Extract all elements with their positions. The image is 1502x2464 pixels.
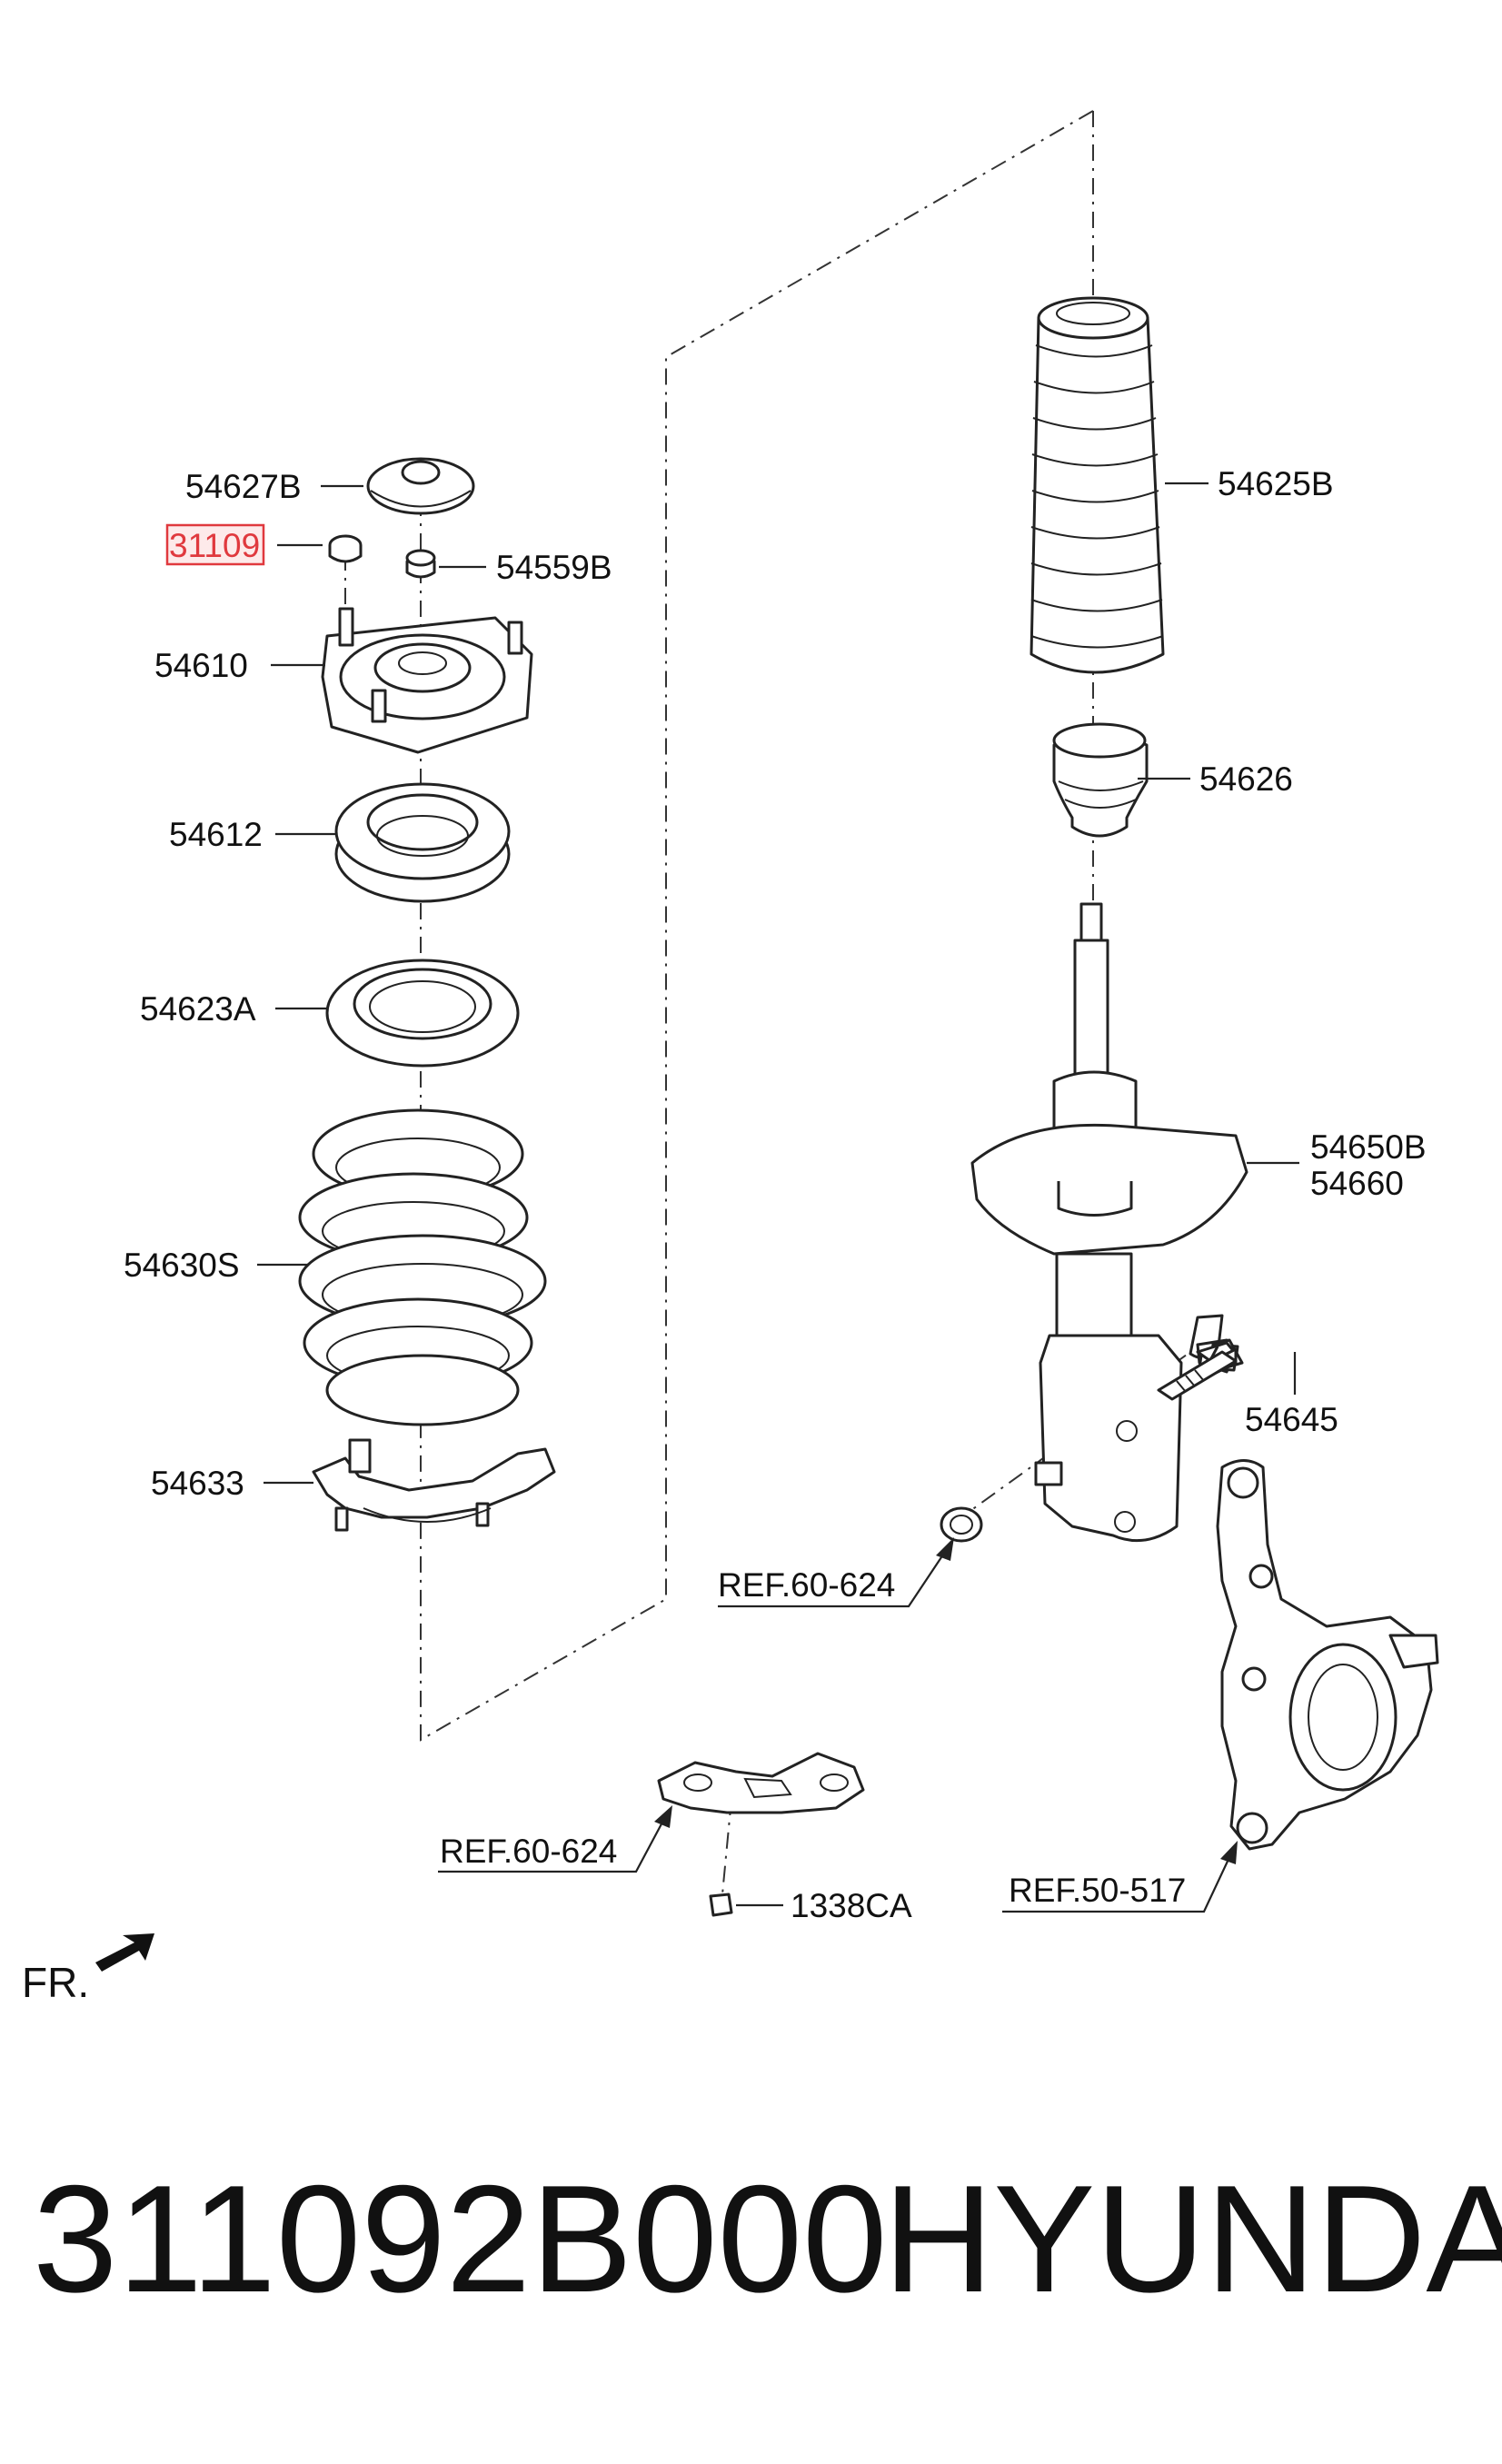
- part-bracket: [657, 1752, 865, 1814]
- part-54625b-dust-boot: [1030, 296, 1165, 674]
- part-54559b-nut: [405, 549, 436, 579]
- label-54650b: 54650B: [1310, 1128, 1427, 1166]
- label-ref-50-517: REF.50-517: [1009, 1872, 1186, 1909]
- part-number: 311092B000: [33, 2153, 888, 2324]
- highlight-box-31109: [165, 523, 265, 566]
- part-31109-nut: [328, 534, 363, 563]
- label-1338ca: 1338CA: [791, 1887, 912, 1924]
- leader-ref-60-624-lower: [438, 1816, 666, 1873]
- front-direction-arrow-icon: [95, 1933, 154, 1972]
- leader-ref-60-624-upper: [718, 1548, 948, 1608]
- part-54612-bearing: [334, 782, 511, 903]
- label-54626: 54626: [1199, 760, 1293, 798]
- part-54633-lower-seat: [312, 1438, 556, 1532]
- label-54627b: 54627B: [185, 468, 302, 505]
- leader-ref-50-517: [1002, 1853, 1232, 1913]
- part-1338ca-clip: [709, 1893, 733, 1917]
- label-54625b: 54625B: [1218, 465, 1334, 502]
- part-steering-knuckle: [1216, 1459, 1439, 1851]
- part-54623a-spring-pad: [325, 959, 520, 1068]
- part-54626-bump-stop: [1052, 722, 1149, 838]
- part-flange-nut: [940, 1506, 983, 1543]
- assembly-outline: [420, 110, 1094, 1742]
- label-54612: 54612: [169, 816, 263, 853]
- label-54610: 54610: [154, 647, 248, 684]
- bracket-bolt-axis: [721, 1798, 732, 1895]
- part-54610-mount: [321, 607, 533, 754]
- part-54627b-cap: [366, 457, 475, 515]
- label-ref-60-624-upper: REF.60-624: [718, 1566, 895, 1604]
- part-54650b-strut: [970, 902, 1248, 1543]
- label-54633: 54633: [151, 1465, 244, 1502]
- label-ref-60-624-lower: REF.60-624: [440, 1833, 617, 1870]
- label-54623a: 54623A: [140, 990, 256, 1028]
- label-31109: 31109: [169, 527, 260, 564]
- arrow-ref-50-517: [1220, 1841, 1238, 1864]
- label-54660: 54660: [1310, 1165, 1404, 1202]
- label-54559b: 54559B: [496, 549, 612, 586]
- label-54630s: 54630S: [124, 1247, 240, 1284]
- arrow-ref-60-624-upper: [936, 1537, 954, 1561]
- label-54645: 54645: [1245, 1401, 1338, 1438]
- arrow-ref-60-624-lower: [654, 1805, 672, 1828]
- part-54630s-coil-spring: [298, 1108, 547, 1426]
- brand-name: HYUNDAI: [883, 2153, 1502, 2324]
- bolt-thread: [1157, 1350, 1238, 1401]
- orientation-label: FR.: [22, 1959, 89, 2006]
- footer: 311092B000 HYUNDAI: [0, 2162, 1502, 2380]
